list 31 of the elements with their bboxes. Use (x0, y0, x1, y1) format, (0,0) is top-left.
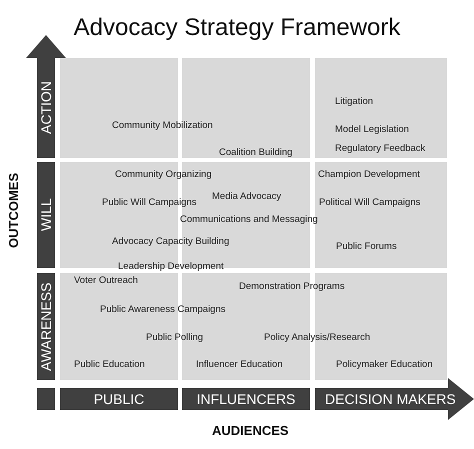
strategy-text: Community Mobilization (112, 120, 213, 131)
strategy-text: Policy Analysis/Research (264, 332, 370, 343)
strategy-text: Regulatory Feedback (335, 143, 426, 154)
column-header: PUBLIC (60, 388, 178, 410)
strategy-text: Public Awareness Campaigns (100, 304, 226, 315)
strategy-text: Media Advocacy (212, 191, 282, 202)
strategy-text: Leadership Development (118, 261, 224, 272)
title: Advocacy Strategy Framework (72, 14, 402, 42)
strategy-text: Coalition Building (219, 147, 292, 158)
strategy-text: Champion Development (318, 169, 420, 180)
axis-title: OUTCOMES (6, 171, 22, 250)
row-header: AWARENESS (37, 273, 55, 380)
strategy-text: Public Polling (146, 332, 204, 343)
strategy-text: Litigation (335, 96, 374, 107)
row-header: ACTION (37, 58, 55, 158)
strategy-text: Community Organizing (115, 169, 212, 180)
row-header: WILL (37, 162, 55, 268)
strategy-text: Advocacy Capacity Building (112, 236, 230, 247)
axis-title: AUDIENCES (212, 423, 289, 438)
strategy-text: Public Forums (336, 241, 397, 252)
strategy-text: Influencer Education (196, 359, 283, 370)
strategy-text: Communications and Messaging (180, 214, 318, 225)
strategy-text: Demonstration Programs (239, 281, 345, 292)
arrow-header: DECISION MAKERS (315, 378, 474, 420)
strategy-text: Public Will Campaigns (102, 197, 197, 208)
column-header: INFLUENCERS (182, 388, 310, 410)
strategy-text: Public Education (74, 359, 145, 370)
strategy-text: Political Will Campaigns (319, 197, 420, 208)
strategy-text: Policymaker Education (336, 359, 433, 370)
strategy-text: Model Legislation (335, 124, 409, 135)
strategy-text: Voter Outreach (74, 275, 138, 286)
